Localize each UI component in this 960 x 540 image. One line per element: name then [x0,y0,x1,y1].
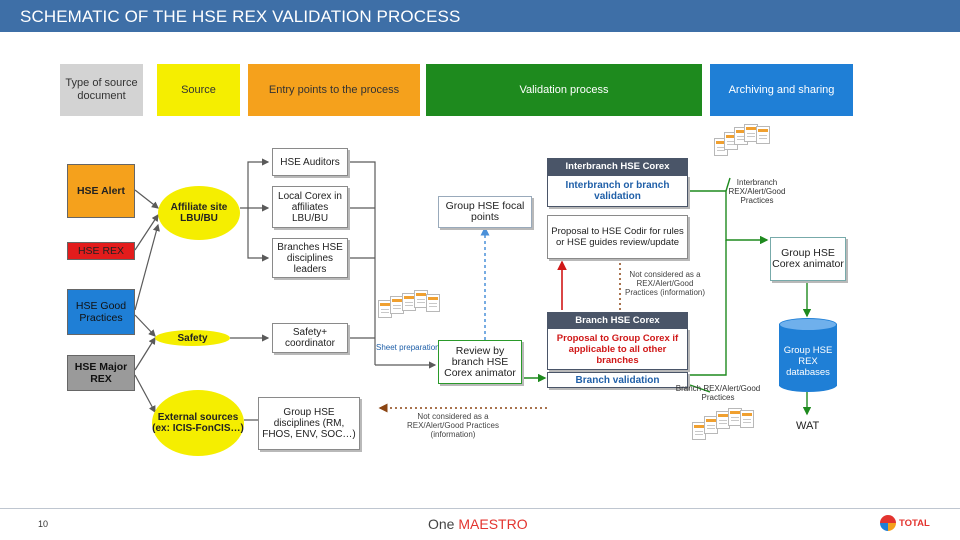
branch-validation: Branch validation [547,372,688,388]
entry-group-disciplines: Group HSE disciplines (RM, FHOS, ENV, SO… [258,397,360,450]
branch-docs-label: Branch REX/Alert/Good Practices [675,384,761,402]
header-source: Source [157,64,240,116]
group-hse-focal-points: Group HSE focal points [438,196,532,228]
interbranch-documents-icon [712,124,778,168]
title-bar [0,0,960,32]
database-label: Group HSE REX databases [783,344,833,378]
header-type: Type of source document [60,64,143,116]
interbranch-corex-header: Interbranch HSE Corex [547,158,688,175]
proposal-group-corex: Proposal to Group Corex if applicable to… [547,328,688,370]
not-considered-note-2: Not considered as a REX/Alert/Good Pract… [406,412,500,439]
brand-prefix: One [428,516,459,532]
entry-hse-auditors: HSE Auditors [272,148,348,176]
database-icon [779,318,837,392]
company-name: TOTAL [899,518,930,529]
page-title: SCHEMATIC OF THE HSE REX VALIDATION PROC… [20,7,461,26]
interbranch-validation: Interbranch or branch validation [547,175,688,207]
header-entry-points: Entry points to the process [248,64,420,116]
source-safety: Safety [155,330,230,346]
footer-divider [0,508,960,509]
brand-logo: One MAESTRO [428,516,528,532]
interbranch-docs-label: Interbranch REX/Alert/Good Practices [728,178,786,205]
branch-corex-header: Branch HSE Corex [547,312,688,328]
group-corex-animator: Group HSE Corex animator [770,237,846,281]
sheet-preparation-label: Sheet preparation [376,343,440,352]
doc-type-good-practices: HSE Good Practices [67,289,135,335]
source-external: External sources (ex: ICIS-FonCIS…) [152,390,244,456]
brand-name: MAESTRO [458,516,528,532]
header-archiving: Archiving and sharing [710,64,853,116]
not-considered-note-1: Not considered as a REX/Alert/Good Pract… [624,270,706,297]
sheet-documents-icon [376,290,446,330]
header-validation: Validation process [426,64,702,116]
doc-type-alert: HSE Alert [67,164,135,218]
total-logo-icon [880,515,896,531]
doc-type-major-rex: HSE Major REX [67,355,135,391]
entry-local-corex: Local Corex in affiliates LBU/BU [272,186,348,228]
branch-documents-icon [690,406,768,450]
entry-safety-coordinator: Safety+ coordinator [272,323,348,353]
proposal-hse-codir: Proposal to HSE Codir for rules or HSE g… [547,215,688,259]
page-number: 10 [38,519,49,529]
source-affiliate-site: Affiliate site LBU/BU [158,186,240,240]
review-branch-corex: Review by branch HSE Corex animator [438,340,522,384]
doc-type-rex: HSE REX [67,242,135,260]
wat-label: WAT [796,420,820,432]
entry-branches-leaders: Branches HSE disciplines leaders [272,238,348,278]
